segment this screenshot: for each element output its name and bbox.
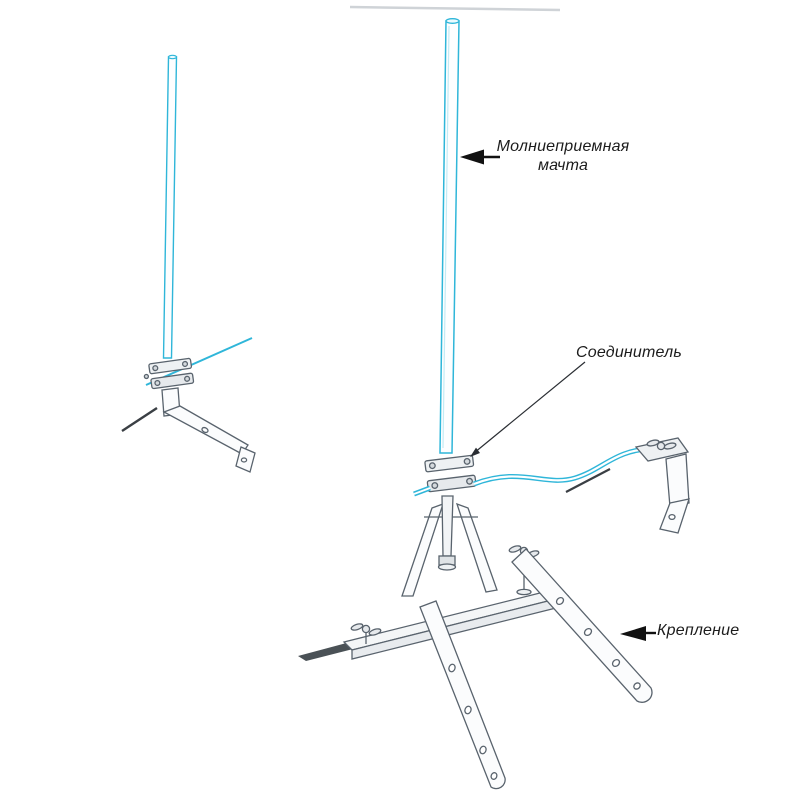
base-bar <box>342 587 570 660</box>
annotations <box>460 149 656 641</box>
wing-bolt-left <box>350 623 382 644</box>
left-bracket <box>161 387 256 473</box>
left-view <box>121 54 256 473</box>
terminal-wing-nut <box>646 439 677 451</box>
mast-arrow <box>460 149 500 165</box>
connector-clamp <box>424 454 477 493</box>
connector-label: Соединитель <box>576 344 682 361</box>
a-frame <box>401 502 498 597</box>
mast-label: Молниеприемная мачта <box>496 138 630 174</box>
left-roof-edge <box>121 406 158 433</box>
mount-arrow <box>620 626 656 641</box>
mount-label: Крепление <box>657 622 740 639</box>
connector-leader <box>470 361 586 457</box>
main-mast-tube <box>439 18 460 454</box>
roof-edge-rod <box>298 641 357 661</box>
right-bracket <box>634 437 690 534</box>
mast-lower-stub <box>437 495 457 571</box>
left-mast-tube <box>162 54 178 359</box>
mount-strap-a <box>419 600 506 790</box>
conductor-wire <box>413 446 653 497</box>
left-clamp <box>143 357 195 390</box>
right-view <box>298 18 690 790</box>
mount-strap-b <box>511 548 653 703</box>
right-roof-edge <box>565 468 611 493</box>
sheet-edge-line <box>349 5 561 12</box>
